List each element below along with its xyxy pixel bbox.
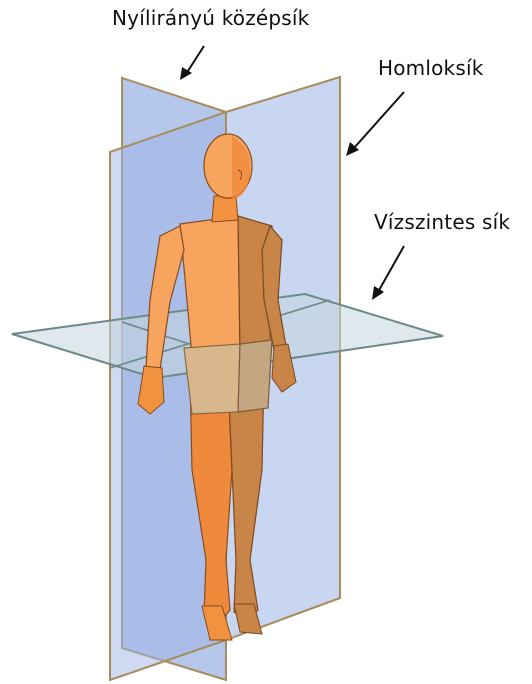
figure-neck xyxy=(212,196,238,222)
coronal-plane-label: Homloksík xyxy=(378,56,484,80)
arrow-icon xyxy=(180,46,204,80)
figure-shorts xyxy=(184,344,240,414)
figure-shorts-shadow xyxy=(238,340,272,412)
horizontal-plane-label: Vízszintes sík xyxy=(374,210,510,234)
arrow-icon xyxy=(346,92,404,156)
sagittal-plane-label: Nyílirányú középsík xyxy=(112,6,309,30)
arrow-icon xyxy=(372,246,404,300)
